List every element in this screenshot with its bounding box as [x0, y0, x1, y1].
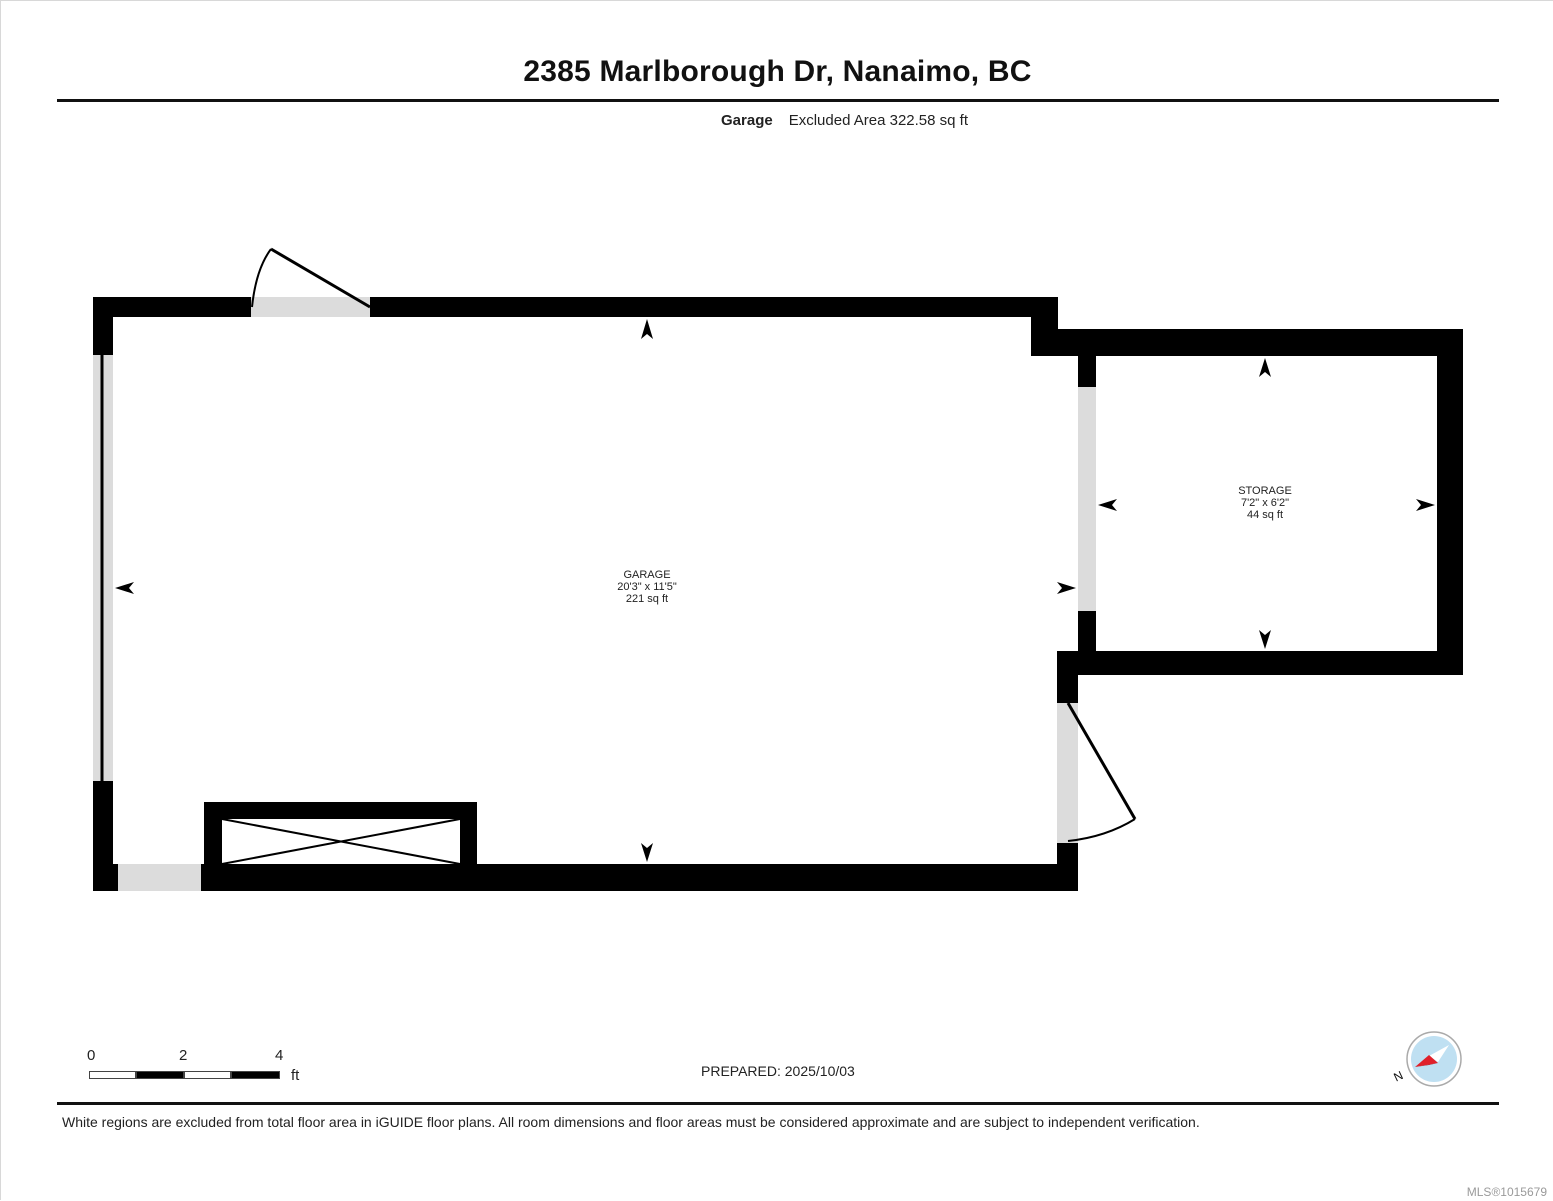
level-summary: Garage Excluded Area 322.58 sq ft — [721, 112, 968, 129]
openings — [93, 297, 1096, 891]
storage-walls — [1031, 329, 1463, 675]
scale-segment — [231, 1071, 280, 1079]
right-door-swing — [1066, 702, 1137, 842]
scale-bar: 0 2 4 ft — [86, 1047, 316, 1087]
scale-tick-2: 2 — [179, 1047, 188, 1064]
disclaimer-text: White regions are excluded from total fl… — [62, 1114, 1200, 1130]
dimension-arrows — [115, 319, 1435, 862]
header-divider — [57, 99, 1499, 102]
mls-number: MLS®1015679 — [1466, 1185, 1547, 1199]
scale-tick-4: 4 — [275, 1047, 284, 1064]
room-label-garage: GARAGE 20'3" x 11'5" 221 sq ft — [617, 569, 677, 605]
room-name: GARAGE — [623, 569, 671, 581]
room-label-storage: STORAGE 7'2" x 6'2" 44 sq ft — [1238, 485, 1292, 521]
scale-tick-0: 0 — [87, 1047, 96, 1064]
scale-segment — [184, 1071, 231, 1079]
scale-segment — [89, 1071, 136, 1079]
room-area: 44 sq ft — [1246, 509, 1284, 521]
prepared-date: PREPARED: 2025/10/03 — [701, 1063, 855, 1079]
top-door-swing — [251, 247, 371, 309]
room-area: 221 sq ft — [625, 593, 669, 605]
page-title: 2385 Marlborough Dr, Nanaimo, BC — [523, 55, 1032, 88]
level-name: Garage — [721, 112, 773, 129]
room-dimensions: 7'2" x 6'2" — [1240, 497, 1290, 509]
cabinet-fixture — [204, 802, 477, 865]
area-summary: Excluded Area 322.58 sq ft — [788, 112, 968, 129]
compass-north-label: N — [1392, 1068, 1406, 1084]
garage-walls — [93, 297, 1078, 891]
scale-unit: ft — [291, 1067, 300, 1084]
footer-divider — [57, 1102, 1499, 1105]
room-dimensions: 20'3" x 11'5" — [617, 581, 677, 593]
north-compass-icon: N — [1392, 1031, 1462, 1087]
room-name: STORAGE — [1238, 485, 1292, 497]
scale-segment — [136, 1071, 184, 1079]
